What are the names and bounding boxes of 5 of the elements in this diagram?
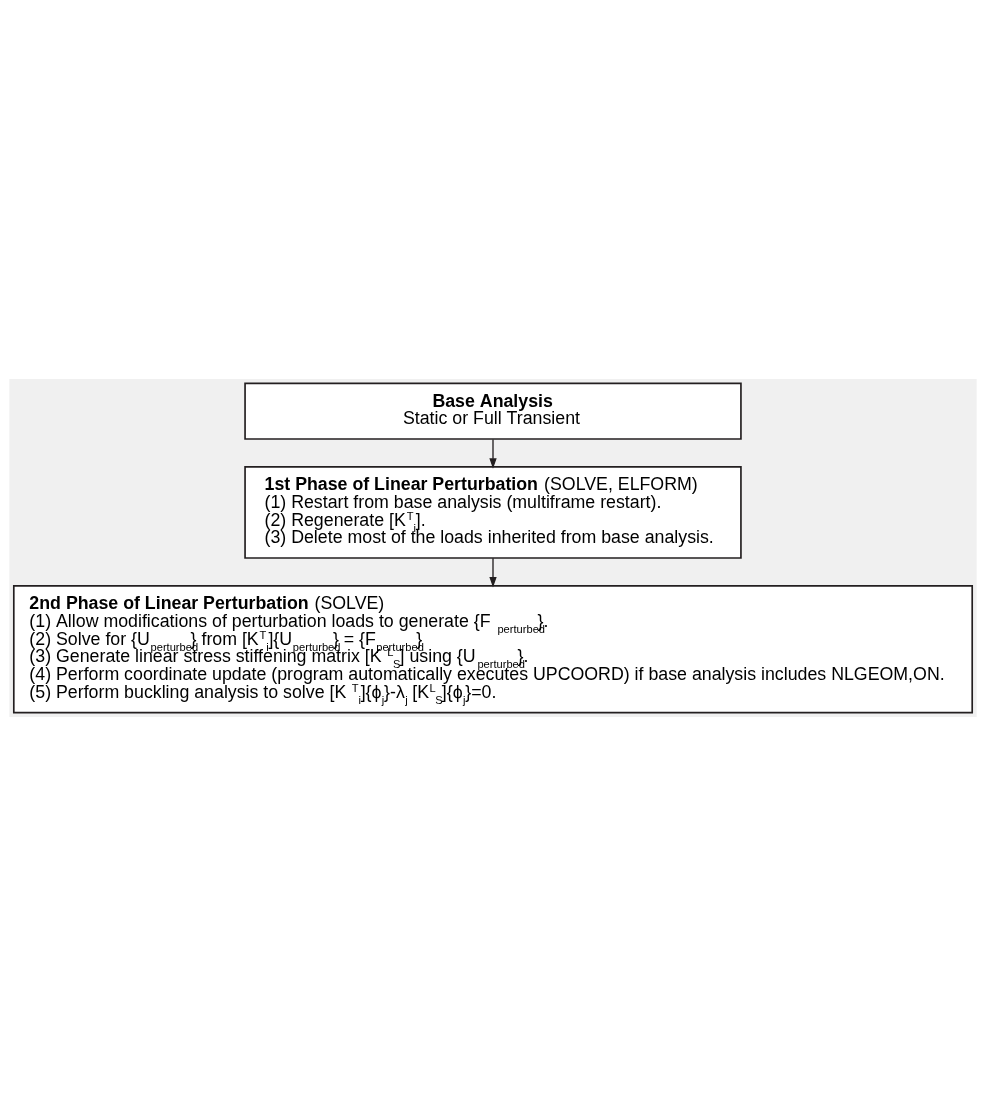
arrow bbox=[488, 438, 497, 469]
node-box: 1st Phase of Linear Perturbation (SOLVE, ELFORM) (1) Restart from base analysis (multiframe restart). (2) Regenerate [K$^{T}$$_{i}$]. (3) Delete most of the loads inherited from base analysis. bbox=[243, 465, 742, 559]
node-box: 2nd Phase of Linear Perturbation (SOLVE) (1) Allow modifications of perturbation loads to generate {F$_{perturbed}$}. (2) Solve for {U$_{perturbed}$} from [K$^{T}$$_{i}$]{U$_{perturbed}$} = {F$_{perturbed}$} (3) Generate linear stress stiffening matrix [K$^{L}$$_{S}$] using {U$_{perturbed}$}. (4) Perform coordinate update (program automatically executes UPCOORD) if base analysis includes NLGEOM,ON. (5) Perform buckling analysis to solve [K$^{T}$$_{i}$]{ϕ$_{j}$}-λ$_{j}$ [K$^{L}$$_{S}$]{ϕ$_{j}$}=0. bbox=[12, 584, 973, 713]
node-box: Base Analysis Static or Full Transient bbox=[243, 382, 742, 440]
arrow bbox=[488, 557, 497, 587]
